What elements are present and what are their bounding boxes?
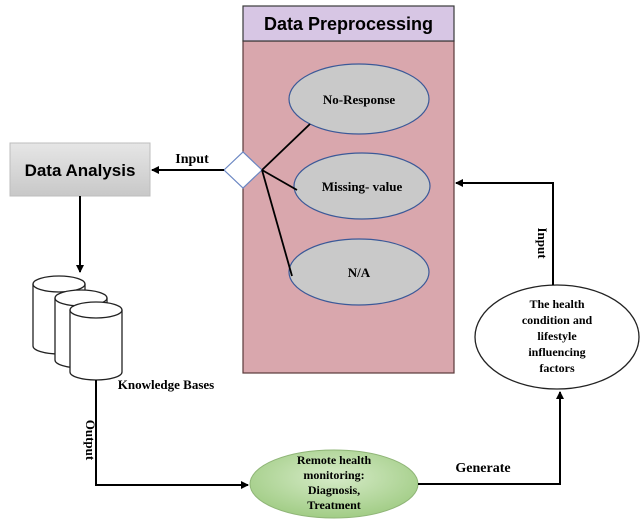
item-no-response: No-Response — [323, 92, 395, 107]
health-factors-ellipse — [474, 284, 640, 390]
health-line-4: influencing — [528, 345, 585, 359]
health-line-1: The health — [529, 297, 584, 311]
remote-line-3: Diagnosis, — [308, 483, 360, 497]
arrow-input-to-preprocessing — [455, 179, 554, 285]
ellipse-missing-value — [293, 152, 431, 220]
hub-link-no-response — [261, 123, 311, 171]
knowledge-bases-label: Knowledge Bases — [118, 377, 214, 392]
health-line-3: lifestyle — [537, 329, 577, 343]
remote-line-1: Remote health — [297, 453, 372, 467]
arrow-generate — [418, 391, 564, 485]
data-analysis-title: Data Analysis — [25, 161, 136, 180]
remote-health-node: Remote health monitoring: Diagnosis, Tre… — [249, 449, 419, 519]
label-input-left: Input — [175, 152, 209, 167]
remote-line-2: monitoring: — [303, 468, 364, 482]
data-analysis-box — [9, 142, 151, 197]
remote-line-4: Treatment — [307, 498, 361, 512]
preprocessing-title-box — [242, 5, 455, 42]
data-analysis-node: Data Analysis — [9, 142, 151, 197]
hub-link-missing-value — [261, 169, 298, 191]
hub-link-na — [261, 169, 293, 277]
preprocessing-title: Data Preprocessing — [264, 14, 433, 34]
health-line-2: condition and — [522, 313, 593, 327]
health-line-5: factors — [539, 361, 575, 375]
arrow-output — [95, 380, 249, 489]
cylinder-3 — [69, 301, 123, 381]
ellipse-na — [288, 238, 430, 306]
label-generate: Generate — [455, 461, 510, 476]
knowledge-base-icon — [32, 275, 123, 381]
item-na: N/A — [348, 265, 371, 280]
ellipse-no-response — [288, 63, 430, 135]
hub — [223, 123, 311, 277]
label-output: Output — [83, 420, 98, 461]
item-missing-value: Missing- value — [322, 179, 403, 194]
health-factors-node: The health condition and lifestyle influ… — [474, 284, 640, 390]
preprocessing-panel: Data Preprocessing No-Response Missing- … — [242, 5, 455, 374]
label-input-right: Input — [535, 227, 550, 259]
